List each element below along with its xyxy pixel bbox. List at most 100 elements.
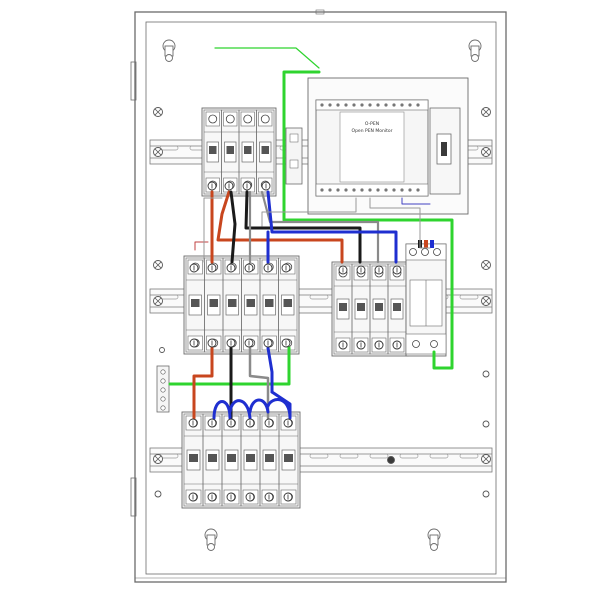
- rail-slot: [339, 453, 359, 459]
- breaker-group-middle-left: [183, 255, 300, 355]
- terminal-dot: [328, 188, 332, 192]
- enclosure-inner: [145, 21, 497, 575]
- wire-live-2: [216, 190, 344, 264]
- wire-pilot-3: [194, 241, 209, 251]
- terminal-dot: [360, 103, 364, 107]
- wire-live-bottom: [192, 346, 214, 420]
- terminal-screw-top: [208, 114, 218, 124]
- monitor-bottom-terminals: [315, 183, 429, 197]
- breaker-toggle: [209, 146, 217, 154]
- terminal-block-small: [285, 127, 303, 185]
- wire-black-2: [244, 190, 362, 264]
- terminal-dot: [368, 103, 372, 107]
- spd-screw: [433, 248, 441, 256]
- wire-pilot-2: [369, 197, 431, 249]
- screw-slot: [154, 297, 162, 305]
- pen-monitor-device: O-PEN Open PEN Monitor: [307, 77, 469, 215]
- screw-slot: [154, 148, 162, 156]
- terminal-dot: [320, 188, 324, 192]
- breaker-toggle: [284, 454, 293, 462]
- terminal-dot: [336, 103, 340, 107]
- screw-slot: [482, 148, 490, 156]
- breaker-toggle: [228, 299, 237, 307]
- terminal-dot: [400, 103, 404, 107]
- terminal-dot: [400, 188, 404, 192]
- wire-pilot-4: [401, 197, 431, 205]
- breaker-toggle: [208, 454, 217, 462]
- keyhole-bottom-right: [427, 528, 441, 551]
- breaker-toggle: [246, 299, 255, 307]
- wire-pilot-1: [261, 197, 357, 227]
- keyhole-top-right: [468, 39, 482, 62]
- screw-slot: [154, 261, 162, 269]
- rail-slot: [429, 453, 449, 459]
- terminal-screw-top: [243, 114, 253, 124]
- monitor-terminal-dots: [320, 103, 420, 192]
- wire-neutral-loop: [212, 390, 292, 420]
- monitor-face: [339, 111, 405, 183]
- rail-screws: [153, 107, 491, 464]
- terminal-dot: [328, 103, 332, 107]
- screw-slot: [154, 455, 162, 463]
- screw-slot: [154, 108, 162, 116]
- terminal-screws: [188, 181, 402, 502]
- breaker-toggle: [191, 299, 200, 307]
- breaker-toggle: [265, 299, 274, 307]
- breaker-toggle: [244, 146, 252, 154]
- wire-grey-bottom: [248, 346, 270, 420]
- monitor-model-label: Open PEN Monitor: [352, 128, 393, 134]
- rail-slot: [459, 453, 479, 459]
- terminal-dot: [368, 188, 372, 192]
- hinge-bottom: [130, 477, 137, 517]
- breaker-toggle: [357, 303, 365, 311]
- rail-slot: [309, 453, 329, 459]
- spd-wire-blue: [430, 240, 434, 248]
- terminal-dot: [384, 188, 388, 192]
- breaker-toggle: [246, 454, 255, 462]
- screw-slot: [482, 261, 490, 269]
- wire-earth-pointer: [214, 47, 320, 69]
- terminal-dot: [384, 103, 388, 107]
- terminal-dot: [392, 103, 396, 107]
- keyhole-mounts: [162, 39, 482, 551]
- enclosure: [130, 9, 507, 583]
- spd-bottom: [405, 333, 447, 355]
- breaker-toggle: [283, 299, 292, 307]
- breaker-toggle: [227, 454, 236, 462]
- spd-screw: [430, 340, 438, 348]
- terminal-dot: [416, 103, 420, 107]
- spd-screw: [409, 248, 417, 256]
- terminal-dot: [408, 188, 412, 192]
- spd-screw: [421, 248, 429, 256]
- screw-slot: [482, 108, 490, 116]
- monitor-top-terminals: [315, 99, 429, 111]
- breaker-toggle: [189, 454, 198, 462]
- terminal-dot: [416, 188, 420, 192]
- terminal-dot: [376, 103, 380, 107]
- terminal-dot: [320, 103, 324, 107]
- terminal-dot: [392, 188, 396, 192]
- terminal-dot: [352, 103, 356, 107]
- spd-wire-red: [424, 240, 428, 248]
- breaker-toggle: [226, 146, 234, 154]
- breaker-toggle: [261, 146, 269, 154]
- breaker-toggle: [393, 303, 401, 311]
- terminal-dot: [352, 188, 356, 192]
- wiring: [168, 47, 454, 420]
- rail-slot: [369, 453, 389, 459]
- monitor-brand-label: O-PEN: [365, 121, 379, 127]
- rail-slot: [309, 294, 329, 300]
- wire-grey-2: [260, 190, 380, 264]
- monitor-side-toggle: [441, 142, 447, 156]
- wire-black-1: [229, 190, 237, 264]
- terminal-dot: [408, 103, 412, 107]
- wire-neutral-bottom: [266, 346, 274, 394]
- terminal-screw-top: [260, 114, 270, 124]
- terminal-dot: [360, 188, 364, 192]
- breaker-pole: [256, 109, 275, 195]
- earth-terminal-bar: [156, 365, 170, 413]
- keyhole-top-left: [162, 39, 176, 62]
- hinge-top: [130, 61, 137, 101]
